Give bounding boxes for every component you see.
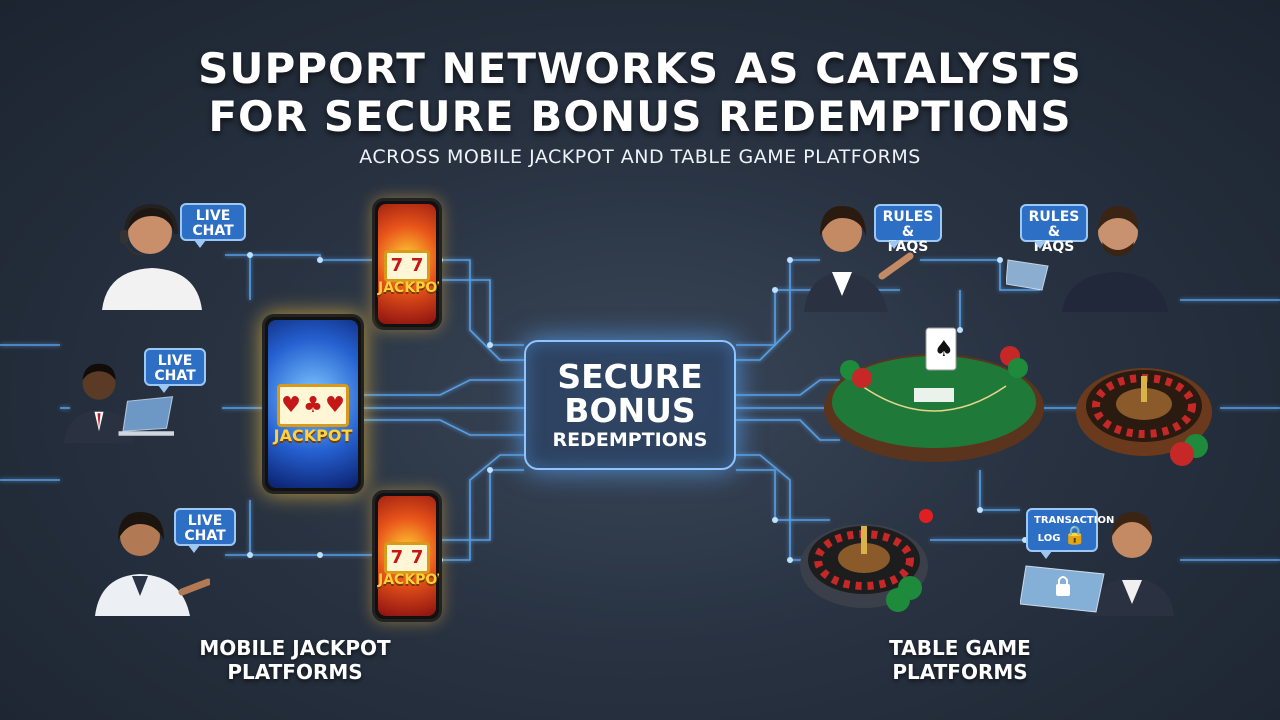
hub-line-3: REDEMPTIONS — [552, 429, 708, 451]
subtitle: ACROSS MOBILE JACKPOT AND TABLE GAME PLA… — [359, 146, 921, 168]
jackpot-label-bottom: JACKPOT — [378, 571, 442, 588]
bubble-label-1b: CHAT — [192, 223, 234, 239]
svg-text:♠: ♠ — [934, 337, 954, 362]
txn-bubble-line-2: LOG — [1037, 533, 1061, 544]
mobile-jackpot-platforms-label: MOBILE JACKPOT PLATFORMS — [170, 636, 420, 684]
agent-man-laptop-icon — [1086, 512, 1174, 616]
footer-right-line-2: PLATFORMS — [892, 660, 1028, 684]
bubble-label-2b: CHAT — [154, 368, 196, 384]
rules-bubble-1a: RULES — [882, 209, 934, 225]
jackpot-label-top: JACKPOT — [378, 279, 442, 296]
hub-line-1: SECURE — [557, 357, 703, 396]
rules-bubble-2a: RULES — [1028, 209, 1080, 225]
dealer-man-tablet-icon — [1062, 206, 1168, 312]
footer-right-line-1: TABLE GAME — [889, 636, 1031, 660]
table-game-platforms-label: TABLE GAME PLATFORMS — [830, 636, 1090, 684]
footer-left-line-2: PLATFORMS — [227, 660, 363, 684]
rules-bubble-2b: & FAQS — [1033, 224, 1075, 255]
roulette-wheel-bottom-icon — [800, 509, 933, 612]
tablet-icon — [1006, 259, 1049, 291]
support-agent-pointing-icon — [95, 512, 210, 616]
bubble-label-2a: LIVE — [157, 353, 193, 369]
live-chat-bubble-2: LIVE CHAT — [144, 348, 206, 393]
live-chat-bubble-1: LIVE CHAT — [180, 203, 246, 248]
slot-reels-hearts-icon: ♥♣♥ — [277, 383, 349, 427]
live-chat-bubble-3: LIVE CHAT — [174, 508, 236, 553]
rules-bubble-1b: & FAQS — [887, 224, 929, 255]
jackpot-label-main: JACKPOT — [273, 425, 353, 445]
txn-bubble-line-1: TRANSACTION — [1034, 515, 1115, 526]
blackjack-table-icon: ♠ — [824, 327, 1044, 462]
mobile-slot-phone-main: ♥♣♥ JACKPOT — [262, 314, 364, 494]
title-line-2: FOR SECURE BONUS REDEMPTIONS — [208, 92, 1072, 141]
support-agent-laptop-icon — [63, 363, 174, 444]
title-line-1: SUPPORT NETWORKS AS CATALYSTS — [198, 44, 1082, 93]
bubble-label-3b: CHAT — [184, 528, 226, 544]
bubble-label-1a: LIVE — [195, 208, 231, 224]
bubble-label-3a: LIVE — [187, 513, 223, 529]
transaction-log-bubble: TRANSACTION LOG 🔒 — [1026, 508, 1115, 559]
rules-faqs-bubble-2: RULES & FAQS — [1020, 204, 1088, 255]
lock-icon: 🔒 — [1063, 525, 1087, 546]
roulette-wheel-icon — [1076, 368, 1212, 466]
laptop-lock-icon — [1020, 565, 1105, 613]
rules-faqs-bubble-1: RULES & FAQS — [874, 204, 942, 255]
secure-bonus-hub: SECURE BONUS REDEMPTIONS — [524, 340, 736, 470]
footer-left-line-1: MOBILE JACKPOT — [199, 636, 391, 660]
hub-line-2: BONUS — [564, 391, 696, 430]
dealer-woman-icon — [804, 206, 914, 312]
support-agent-headset-icon — [102, 203, 202, 310]
